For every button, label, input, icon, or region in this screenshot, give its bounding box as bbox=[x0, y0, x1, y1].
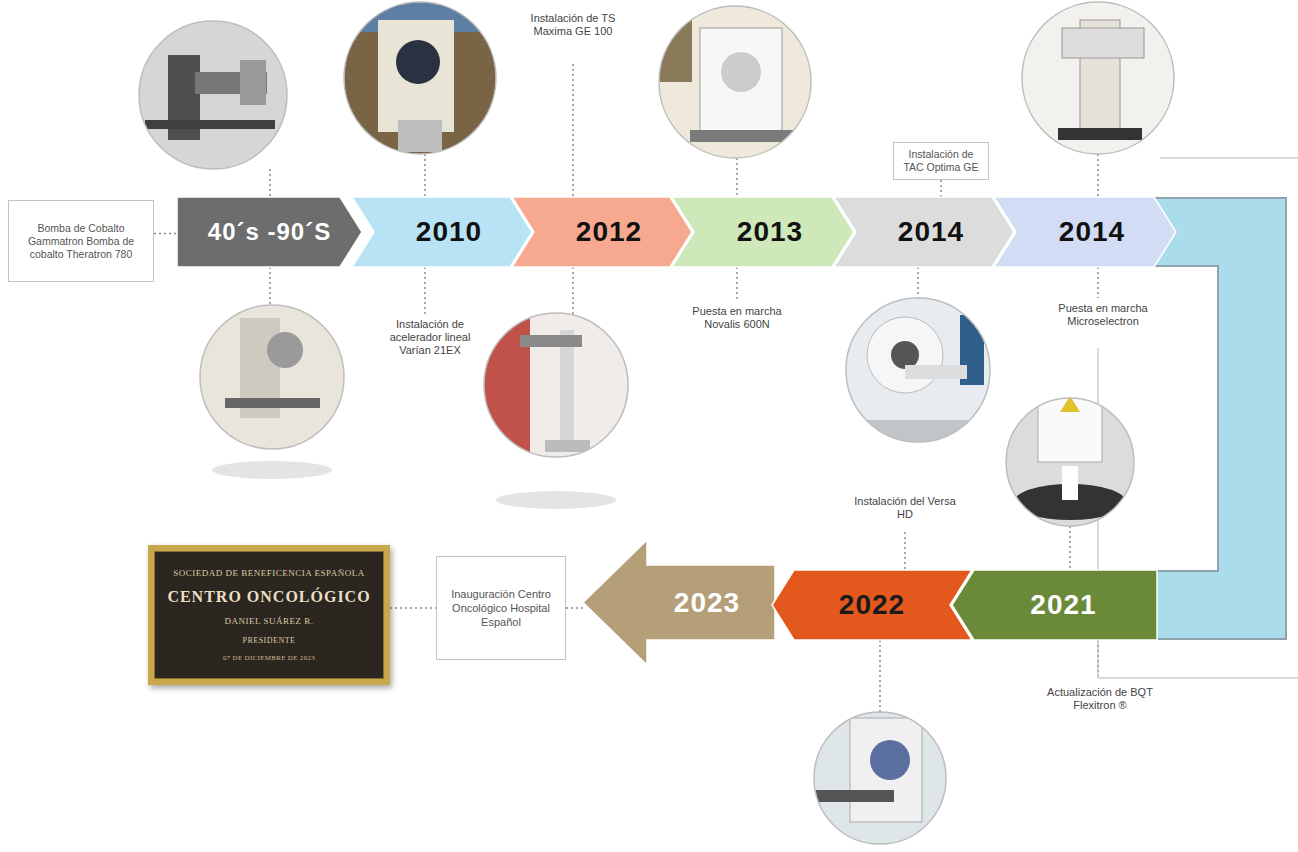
dotted-connector bbox=[940, 180, 942, 197]
year-text: 2023 bbox=[674, 587, 740, 619]
ts-photo bbox=[484, 313, 628, 457]
year-text: 2022 bbox=[839, 589, 905, 621]
plaque-text: DANIEL SUÁREZ R. bbox=[225, 616, 314, 626]
chevron-fill bbox=[672, 197, 854, 267]
novalis-photo bbox=[659, 6, 811, 158]
band-outline bbox=[1127, 232, 1252, 605]
annotation-label: Puesta en marcha Microselectron bbox=[1053, 302, 1153, 328]
note-box: Instalación de TAC Optima GE bbox=[893, 142, 989, 180]
year-chevron: 2014 bbox=[994, 197, 1176, 267]
year-chevron: 2014 bbox=[834, 197, 1014, 267]
annotation-label: Puesta en marcha Novalis 600N bbox=[682, 305, 792, 331]
year-arrow: 2023 bbox=[583, 540, 775, 665]
versa-photo bbox=[812, 712, 946, 844]
annotation-label: Instalación del Versa HD bbox=[845, 495, 965, 521]
annotation-label: Instalación de acelerador lineal Varían … bbox=[375, 318, 485, 357]
note-text: Bomba de Cobalto Gammatron Bomba de coba… bbox=[14, 222, 148, 261]
chevron-fill bbox=[512, 197, 692, 267]
chevron-fill bbox=[352, 197, 532, 267]
plaque-face: SOCIEDAD DE BENEFICENCIA ESPAÑOLA CENTRO … bbox=[154, 551, 384, 679]
chevron-fill bbox=[952, 570, 1157, 640]
year-text: 40´s -90´S bbox=[208, 218, 331, 246]
year-chevron: 40´s -90´S bbox=[177, 197, 362, 267]
year-text: 2021 bbox=[1030, 589, 1096, 621]
year-arrow: 2021 bbox=[952, 570, 1157, 640]
linac-photo bbox=[344, 2, 496, 154]
note-text: Instalación de TAC Optima GE bbox=[899, 148, 983, 174]
cobalt-photo bbox=[200, 305, 344, 449]
commemorative-plaque: SOCIEDAD DE BENEFICENCIA ESPAÑOLA CENTRO … bbox=[148, 545, 390, 685]
note-box: Bomba de Cobalto Gammatron Bomba de coba… bbox=[8, 200, 154, 282]
flexitron-photo bbox=[1006, 396, 1134, 526]
dotted-connector bbox=[390, 607, 436, 609]
year-chevron: 2022 bbox=[772, 570, 972, 640]
microselectron-photo bbox=[1022, 2, 1174, 154]
year-text: 2013 bbox=[737, 216, 803, 248]
annotation-label: Actualización de BQT Flexitron ® bbox=[1045, 686, 1155, 712]
plaque-text: 07 DE DICIEMBRE DE 2023 bbox=[223, 654, 315, 662]
band-connector bbox=[1127, 232, 1252, 605]
chevron-fill bbox=[177, 197, 362, 267]
year-text: 2014 bbox=[1059, 216, 1125, 248]
plaque-text: PRESIDENTE bbox=[243, 636, 296, 645]
plaque-text: SOCIEDAD DE BENEFICENCIA ESPAÑOLA bbox=[173, 568, 364, 578]
photo-shadows bbox=[212, 461, 616, 509]
chevron-fill bbox=[583, 540, 775, 665]
note-box: Inauguración Centro Oncológico Hospital … bbox=[436, 556, 566, 660]
dotted-connector bbox=[154, 233, 177, 235]
year-chevron: 2010 bbox=[352, 197, 532, 267]
year-text: 2014 bbox=[898, 216, 964, 248]
ct-photo bbox=[846, 298, 990, 450]
note-text: Inauguración Centro Oncológico Hospital … bbox=[442, 587, 560, 629]
photo-rims bbox=[139, 2, 1174, 844]
year-chevron: 2013 bbox=[672, 197, 854, 267]
plaque-text: CENTRO ONCOLÓGICO bbox=[167, 588, 370, 606]
cobalt-photo bbox=[139, 21, 287, 169]
annotation-label: Instalación de TS Maxima GE 100 bbox=[518, 12, 628, 38]
dotted-connector bbox=[566, 607, 583, 609]
chevron-fill bbox=[772, 570, 972, 640]
year-chevron: 2012 bbox=[512, 197, 692, 267]
chevron-fill bbox=[994, 197, 1176, 267]
chevron-fill bbox=[834, 197, 1014, 267]
year-text: 2012 bbox=[576, 216, 642, 248]
year-text: 2010 bbox=[416, 216, 482, 248]
